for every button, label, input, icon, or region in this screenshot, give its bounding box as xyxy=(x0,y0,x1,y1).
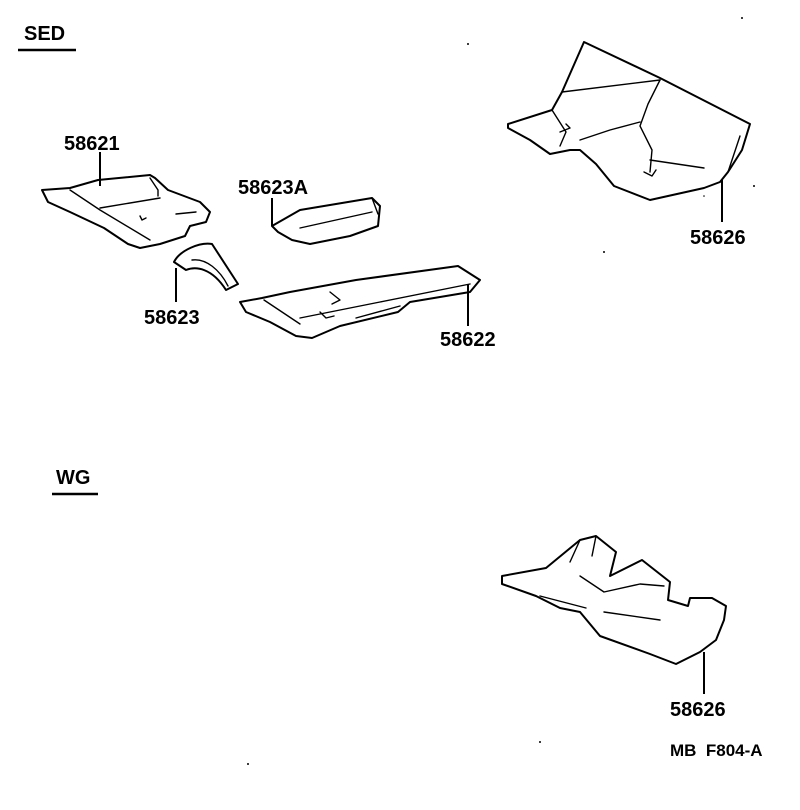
part-58621-insulator xyxy=(41,174,211,249)
part-label-58623: 58623 xyxy=(144,307,200,329)
part-58623a-insulator xyxy=(271,197,381,245)
section-label-sed: SED xyxy=(24,23,65,45)
part-58626-sed-insulator xyxy=(507,41,751,201)
part-label-58626-sed: 58626 xyxy=(690,227,746,249)
part-label-58621: 58621 xyxy=(64,133,120,155)
section-label-wg: WG xyxy=(56,467,90,489)
part-label-58626-wg: 58626 xyxy=(670,699,726,721)
drawing-code: MB F804-A xyxy=(670,741,763,760)
part-label-58623a: 58623A xyxy=(238,177,308,199)
scan-specks xyxy=(247,17,755,765)
part-58626-wg-insulator xyxy=(501,535,727,665)
part-58623-insulator xyxy=(173,242,239,291)
part-58622-insulator xyxy=(239,265,481,339)
part-label-58622: 58622 xyxy=(440,329,496,351)
